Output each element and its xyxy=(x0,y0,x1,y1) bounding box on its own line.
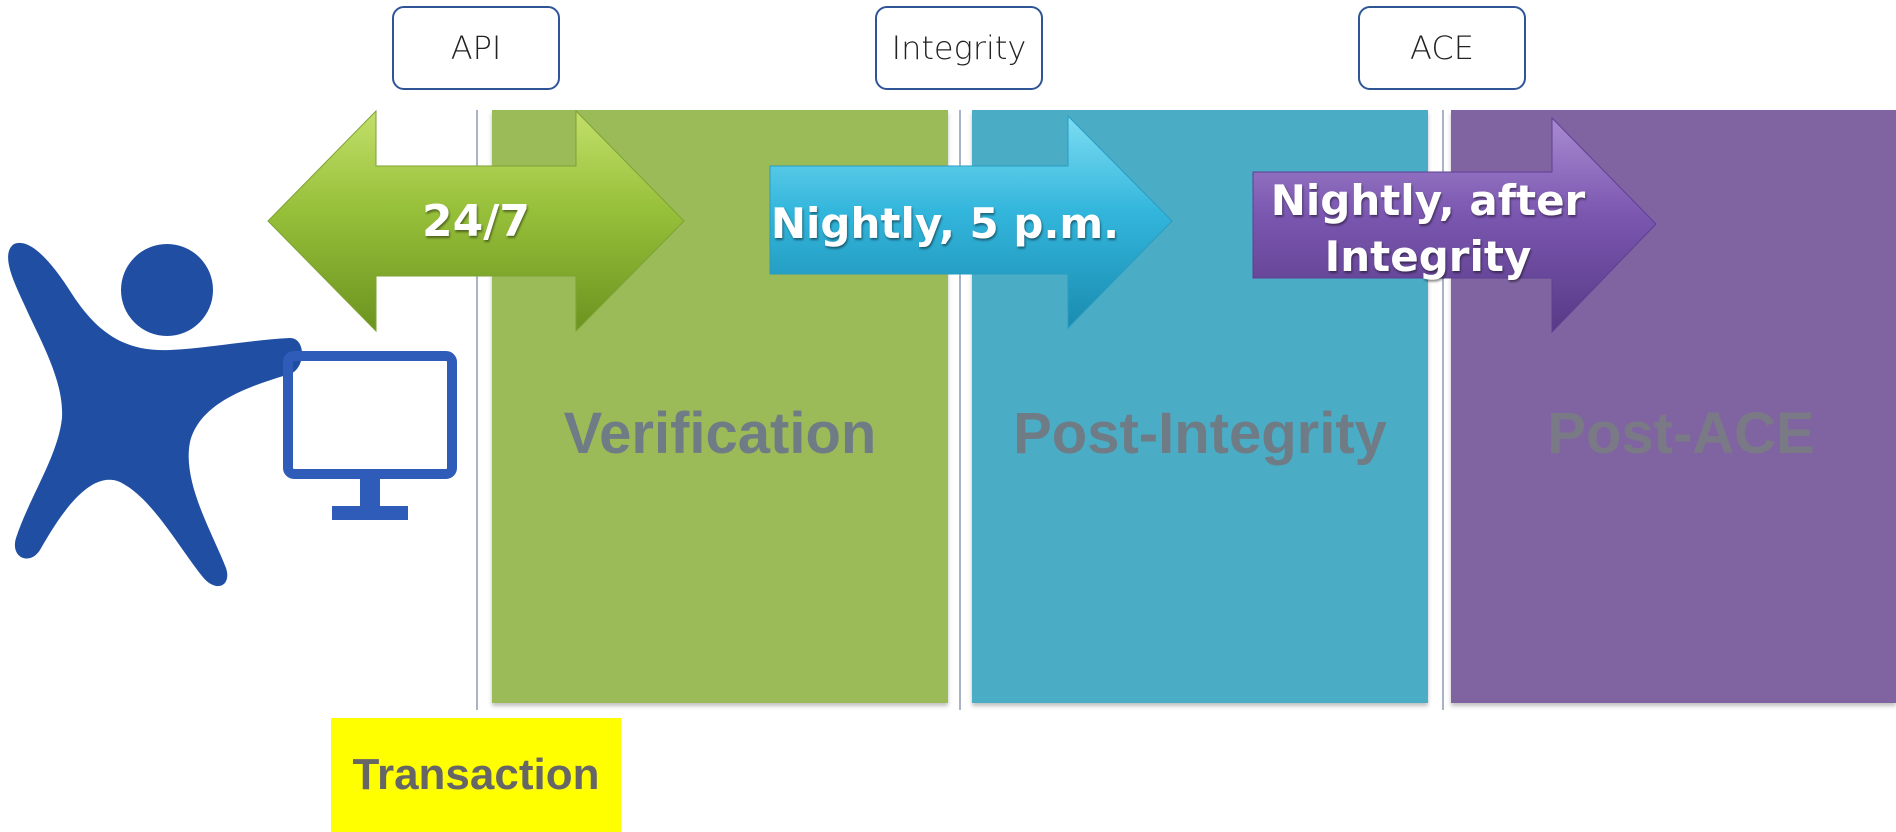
api-divider xyxy=(476,110,478,710)
integrity-divider xyxy=(959,110,961,710)
user-at-computer-icon xyxy=(8,242,457,587)
ace-arrow xyxy=(1252,116,1657,334)
monitor-icon xyxy=(283,351,457,479)
integrity-arrow xyxy=(769,114,1173,330)
ace-tag: ACE xyxy=(1358,6,1526,90)
ace-schedule-text-line1: Nightly, after xyxy=(1270,176,1586,225)
api-double-arrow xyxy=(267,109,685,333)
ace-divider xyxy=(1442,110,1444,710)
post-integrity-label: Post-Integrity xyxy=(1013,401,1387,466)
ace-schedule-text-line2: Integrity xyxy=(1324,232,1532,281)
integrity-tag: Integrity xyxy=(875,6,1043,90)
api-schedule-text: 24/7 xyxy=(422,196,530,247)
monitor-stand-icon xyxy=(360,474,380,510)
api-tag: API xyxy=(392,6,560,90)
user-head-icon xyxy=(121,244,213,336)
user-body-icon xyxy=(8,242,303,587)
integrity-schedule-text: Nightly, 5 p.m. xyxy=(770,199,1120,248)
verification-label: Verification xyxy=(563,401,877,466)
monitor-base-icon xyxy=(332,506,408,520)
transaction-box: Transaction xyxy=(331,718,621,832)
post-ace-label: Post-ACE xyxy=(1547,401,1815,466)
